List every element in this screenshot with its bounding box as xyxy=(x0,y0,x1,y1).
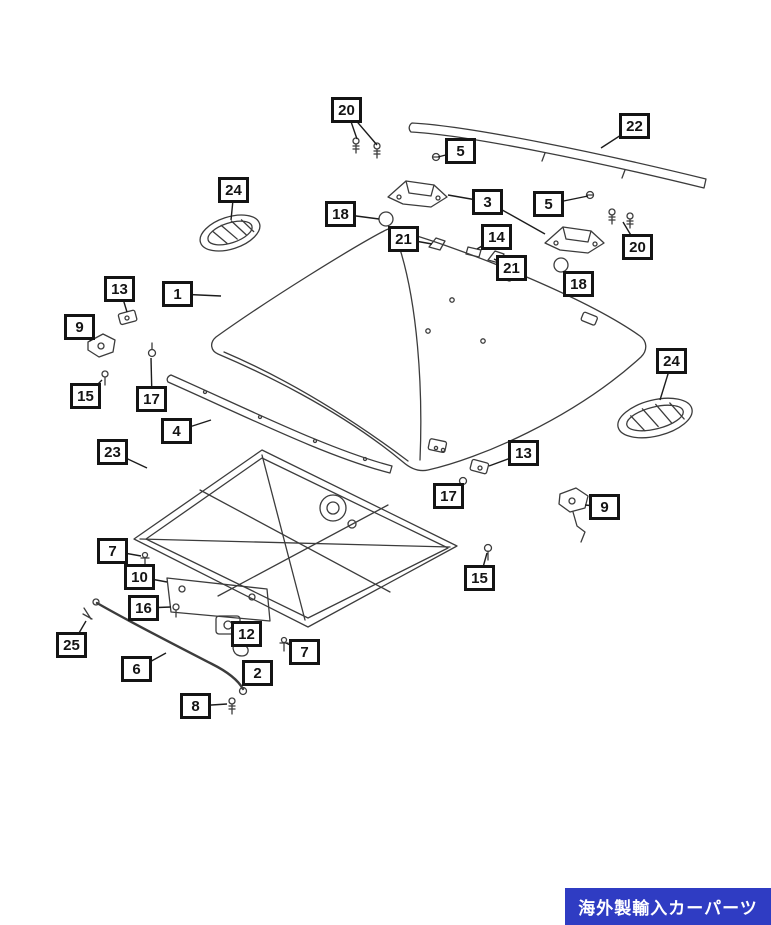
callout-17: 17 xyxy=(433,483,464,509)
prop-rod-art xyxy=(82,598,248,715)
callout-24: 24 xyxy=(656,348,687,374)
callout-5: 5 xyxy=(533,191,564,217)
bumper-strip-art xyxy=(166,374,393,474)
callout-12: 12 xyxy=(231,621,262,647)
latch-left-art xyxy=(87,309,157,386)
footer-banner-text: 海外製輸入カーパーツ xyxy=(578,899,758,919)
latch-support-art xyxy=(140,551,289,657)
callout-21: 21 xyxy=(496,255,527,281)
footman-loop-art xyxy=(428,237,505,264)
hood-panel-art xyxy=(211,228,647,472)
callout-1: 1 xyxy=(162,281,193,307)
hinge-art xyxy=(387,180,605,254)
callout-24: 24 xyxy=(218,177,249,203)
callout-7: 7 xyxy=(289,639,320,665)
vent-grille-left-art xyxy=(199,214,261,252)
callout-21: 21 xyxy=(388,226,419,252)
callout-13: 13 xyxy=(104,276,135,302)
callout-18: 18 xyxy=(563,271,594,297)
callout-20: 20 xyxy=(331,97,362,123)
callout-14: 14 xyxy=(481,224,512,250)
callout-8: 8 xyxy=(180,693,211,719)
callout-7: 7 xyxy=(97,538,128,564)
callout-15: 15 xyxy=(70,383,101,409)
screw-art xyxy=(352,137,634,229)
callout-22: 22 xyxy=(619,113,650,139)
vent-grille-right-art xyxy=(617,397,693,439)
callout-4: 4 xyxy=(161,418,192,444)
callout-20: 20 xyxy=(622,234,653,260)
callout-18: 18 xyxy=(325,201,356,227)
callout-10: 10 xyxy=(124,564,155,590)
callout-15: 15 xyxy=(464,565,495,591)
callout-17: 17 xyxy=(136,386,167,412)
callout-16: 16 xyxy=(128,595,159,621)
footer-banner: 海外製輸入カーパーツ xyxy=(565,888,771,925)
callout-23: 23 xyxy=(97,439,128,465)
callout-6: 6 xyxy=(121,656,152,682)
callout-13: 13 xyxy=(508,440,539,466)
inner-panel-art xyxy=(133,449,458,628)
callout-3: 3 xyxy=(472,189,503,215)
latch-right-art xyxy=(458,458,589,561)
callout-9: 9 xyxy=(64,314,95,340)
callout-2: 2 xyxy=(242,660,273,686)
callout-25: 25 xyxy=(56,632,87,658)
callout-9: 9 xyxy=(589,494,620,520)
callout-5: 5 xyxy=(445,138,476,164)
